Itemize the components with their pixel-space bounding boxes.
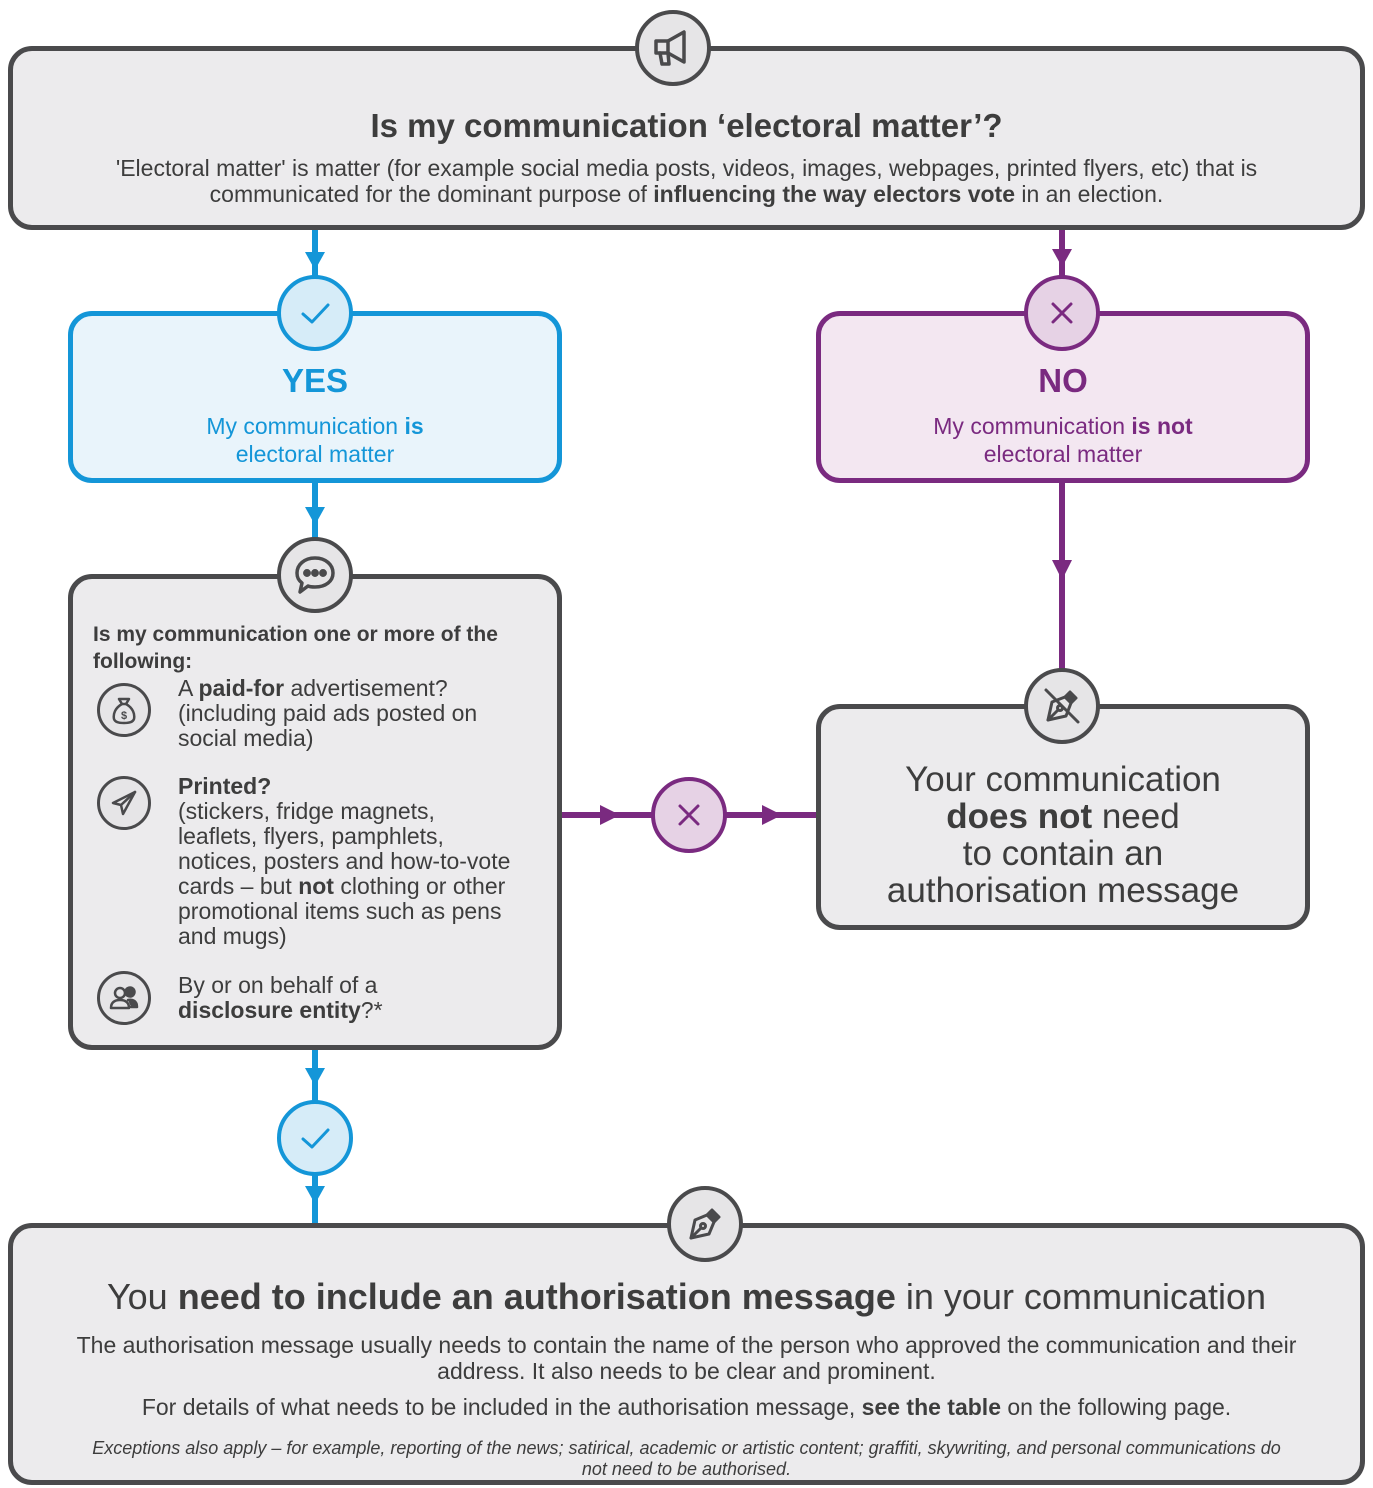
pen-nib-icon: [667, 1186, 743, 1262]
people-icon: [97, 971, 151, 1025]
top-desc-line-1: 'Electoral matter' is matter (for exampl…: [115, 155, 1258, 181]
yes-heading: YES: [281, 362, 349, 399]
bottom-exceptions-note: Exceptions also apply – for example, rep…: [92, 1438, 1281, 1479]
top-title: Is my communication ‘electoral matter’?: [370, 107, 1003, 144]
megaphone-icon: [635, 10, 711, 86]
top-description: 'Electoral matter' is matter (for exampl…: [13, 155, 1360, 207]
no-authorisation-text: Your communication does not need to cont…: [886, 760, 1240, 910]
criterion-disclosure-entity: By or on behalf of a disclosure entity?*: [178, 972, 383, 1023]
speech-bubble-icon: [277, 537, 353, 613]
bottom-paragraph-2: For details of what needs to be included…: [141, 1394, 1232, 1420]
bottom-title: You need to include an authorisation mes…: [106, 1276, 1267, 1317]
check-icon: [277, 275, 353, 351]
top-desc-line-2: communicated for the dominant purpose of…: [209, 181, 1164, 207]
no-heading: NO: [1038, 362, 1088, 399]
cross-icon: [651, 777, 727, 853]
svg-text:$: $: [121, 710, 127, 722]
no-pen-icon: [1024, 668, 1100, 744]
criteria-heading: Is my communication one or more of the f…: [93, 623, 498, 673]
criteria-question-box: Is my communication one or more of the f…: [68, 574, 562, 1050]
check-icon: [277, 1100, 353, 1176]
criterion-printed: Printed? (stickers, fridge magnets, leaf…: [178, 773, 511, 949]
no-text: My communication is not electoral matter: [933, 413, 1193, 467]
authorisation-required-box: You need to include an authorisation mes…: [8, 1223, 1365, 1485]
bottom-paragraph-1: The authorisation message usually needs …: [76, 1332, 1297, 1384]
cross-icon: [1024, 275, 1100, 351]
yes-text: My communication is electoral matter: [206, 413, 424, 467]
paper-plane-icon: [97, 776, 151, 830]
money-bag-icon: $: [97, 683, 151, 737]
criterion-paid-for: A paid-for advertisement? (including pai…: [178, 675, 478, 751]
